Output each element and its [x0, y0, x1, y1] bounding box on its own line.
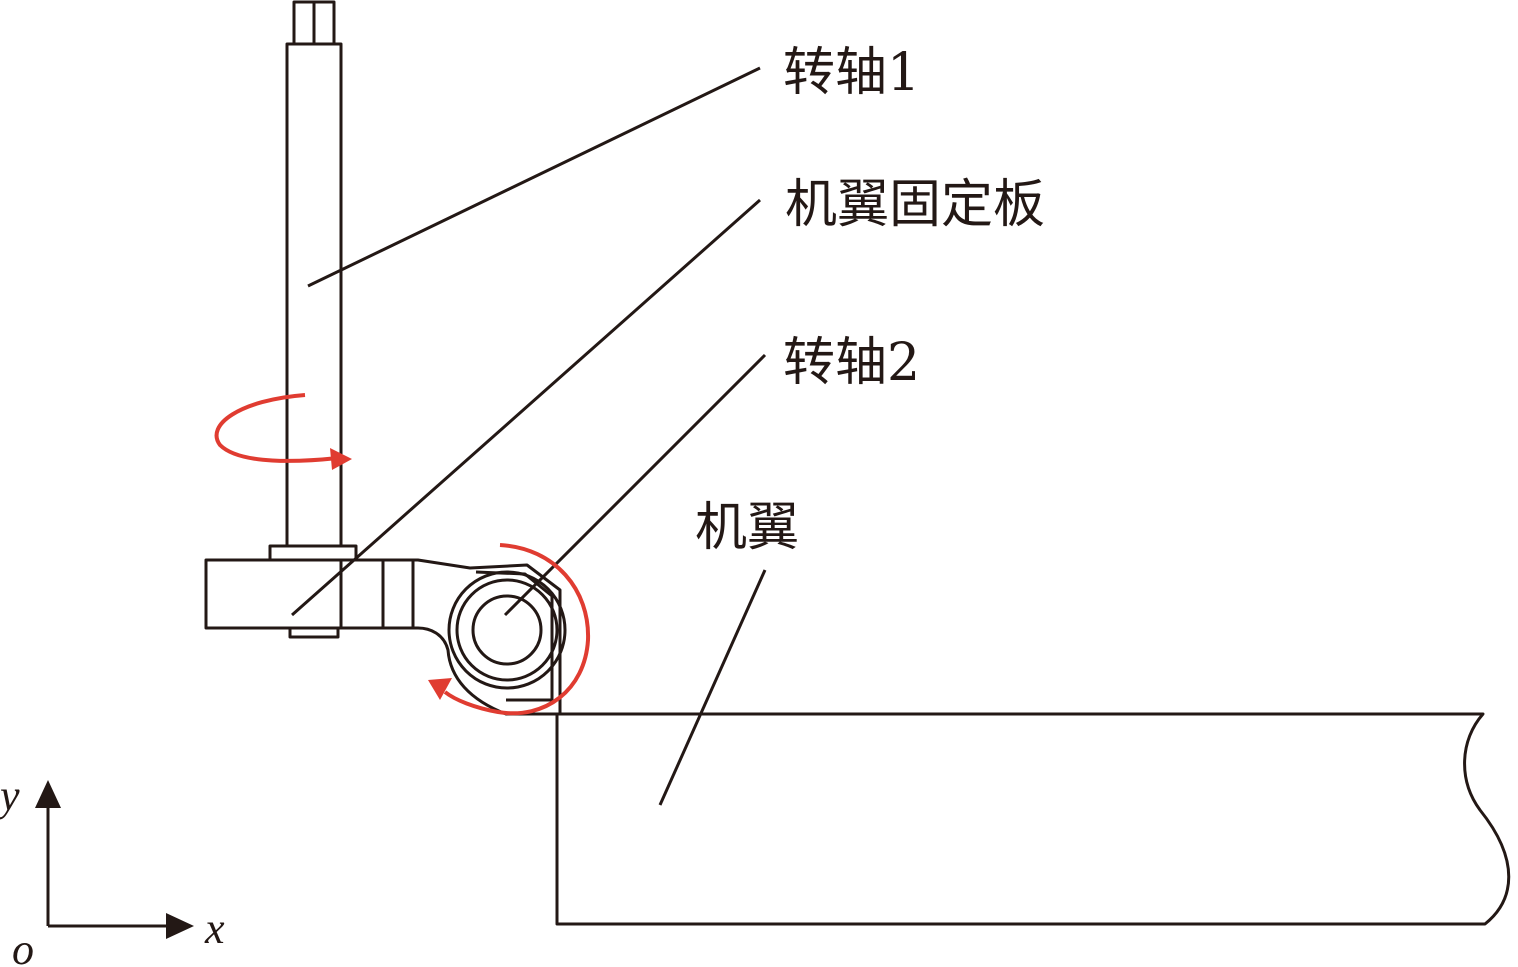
label-wing-fixing-plate: 机翼固定板 — [785, 175, 1045, 235]
wing-body — [555, 712, 1511, 926]
shaft-2-inner-ring — [471, 594, 543, 666]
shaft-1-body — [285, 42, 343, 548]
leader-shaft-2 — [503, 353, 767, 617]
x-axis-arrowhead — [166, 913, 194, 939]
shaft-2-outer-ring — [447, 570, 567, 690]
rotation-shaft-2-icon — [428, 543, 591, 716]
label-shaft-1: 转轴1 — [783, 43, 920, 103]
axis-label-y: y — [0, 771, 20, 820]
rotation-shaft-1-arrowhead — [330, 448, 352, 470]
rotation-arc-shaft-2 — [443, 543, 591, 716]
leader-wing-plate — [291, 198, 761, 617]
leader-wing — [658, 569, 767, 806]
shaft-2 — [447, 570, 567, 690]
rotation-shaft-1-icon — [214, 393, 352, 470]
wing-outline — [555, 712, 1511, 926]
label-wing: 机翼 — [695, 498, 799, 558]
axis-label-origin: o — [12, 925, 34, 967]
label-shaft-2: 转轴2 — [783, 333, 920, 393]
plate-top-collar — [268, 544, 358, 562]
rotation-shaft-2-arrowhead — [428, 678, 452, 700]
coordinate-axes — [35, 780, 194, 939]
leader-shaft-1 — [307, 66, 761, 288]
y-axis-arrowhead — [35, 780, 61, 808]
axis-label-x: x — [204, 904, 225, 953]
rotation-arc-shaft-1 — [214, 393, 339, 463]
shaft-2-middle-ring — [455, 578, 559, 682]
